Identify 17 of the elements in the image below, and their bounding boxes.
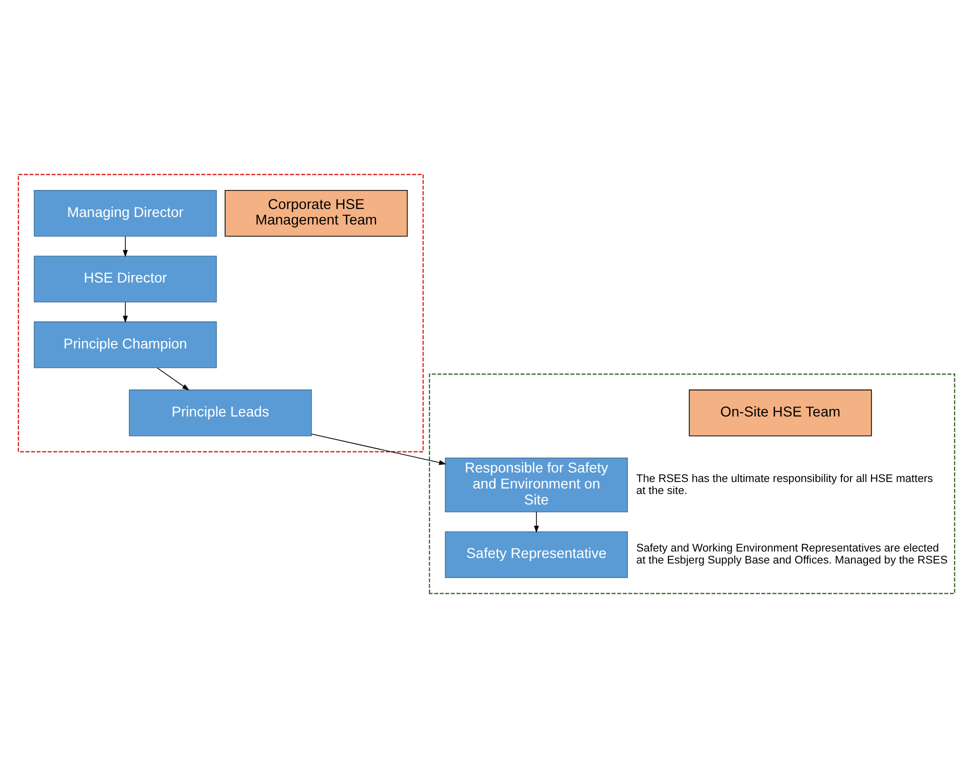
cluster: [428, 374, 956, 594]
cluster: [18, 174, 424, 452]
node-box: Safety Representative: [444, 531, 628, 578]
arrow: [156, 368, 190, 390]
arrow: [122, 236, 128, 258]
node-box: HSE Director: [34, 256, 217, 302]
node-label: Safety and Working Environment Representatives are elected at the Esbjerg Supply Base and Offices. Managed by the RSES: [636, 542, 948, 567]
node-box: Principle Leads: [128, 390, 312, 436]
node-box: On-Site HSE Team: [688, 390, 872, 436]
node-box: Corporate HSE Management Team: [224, 190, 408, 237]
arrow: [311, 434, 446, 465]
arrow: [122, 302, 128, 323]
arrow: [534, 512, 539, 533]
node-box: Responsible for Safety and Environment on Site: [444, 458, 628, 512]
node-box: Principle Champion: [34, 321, 217, 368]
node-label: The RSES has the ultimate responsibility for all HSE matters at the site.: [636, 472, 933, 497]
node-box: Managing Director: [34, 190, 217, 237]
